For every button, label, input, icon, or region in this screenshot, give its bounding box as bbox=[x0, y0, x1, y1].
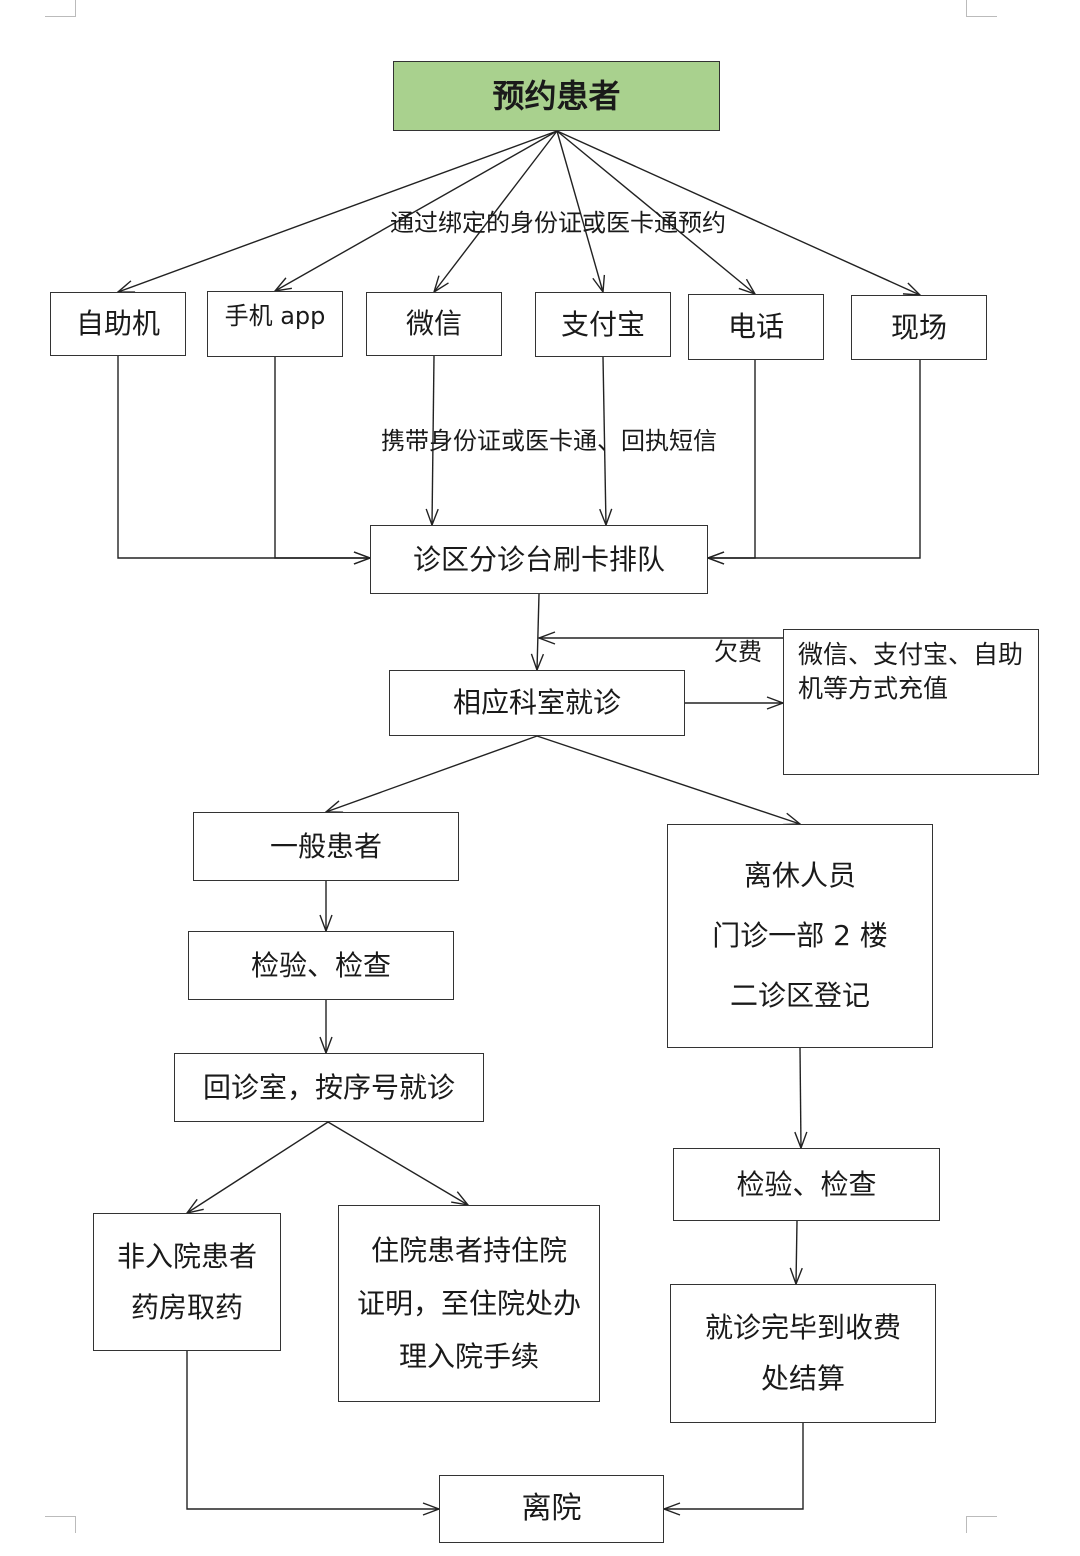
node-department-visit: 相应科室就诊 bbox=[389, 670, 685, 736]
node-return-clinic: 回诊室，按序号就诊 bbox=[174, 1053, 484, 1122]
node-onsite-text: 现场 bbox=[890, 310, 947, 344]
node-retired-line-3: 二诊区登记 bbox=[729, 979, 870, 1013]
arrow-top-to-alipay bbox=[556, 130, 603, 292]
label-arrears: 欠费 bbox=[714, 638, 762, 666]
node-leave-text: 离院 bbox=[521, 1491, 582, 1526]
node-alipay: 支付宝 bbox=[535, 292, 671, 357]
node-retired-staff: 离休人员 门诊一部 2 楼 二诊区登记 bbox=[667, 824, 933, 1048]
node-booking-patient-text: 预约患者 bbox=[492, 76, 621, 115]
node-nonadmit-line-2: 药房取药 bbox=[130, 1290, 243, 1324]
node-retired-line-2: 门诊一部 2 楼 bbox=[712, 919, 888, 953]
arrow-onsite-to-queue bbox=[708, 360, 921, 558]
node-recharge-line-2: 机等方式充值 bbox=[798, 673, 949, 703]
node-app-text: 手机 app bbox=[224, 302, 326, 330]
arrow-dept-to-retired bbox=[536, 735, 800, 824]
node-queue-desk: 诊区分诊台刷卡排队 bbox=[370, 525, 708, 594]
node-leave-hospital: 离院 bbox=[439, 1475, 664, 1543]
node-exam-right: 检验、检查 bbox=[673, 1148, 940, 1221]
node-phone-text: 电话 bbox=[727, 310, 784, 344]
node-nonadmit-line-1: 非入院患者 bbox=[116, 1239, 257, 1273]
node-exam-left-text: 检验、检查 bbox=[250, 948, 391, 982]
arrow-return-to-nonadmit bbox=[187, 1121, 329, 1213]
node-inpatient-line-1: 住院患者持住院 bbox=[370, 1233, 567, 1267]
node-phone: 电话 bbox=[688, 294, 824, 360]
node-self-service-kiosk: 自助机 bbox=[50, 292, 186, 356]
corner-mark-top-right bbox=[966, 0, 997, 17]
corner-mark-top-left bbox=[45, 0, 76, 17]
node-mobile-app: 手机 app bbox=[207, 291, 343, 357]
arrow-top-to-onsite bbox=[556, 130, 920, 295]
node-settle-line-1: 就诊完毕到收费 bbox=[704, 1310, 901, 1344]
corner-mark-bottom-right bbox=[966, 1516, 997, 1533]
node-general-text: 一般患者 bbox=[269, 829, 382, 863]
node-inpatient-line-2: 证明，至住院处办 bbox=[356, 1286, 581, 1320]
arrow-wechat-to-queue bbox=[432, 355, 434, 525]
arrow-top-to-phone bbox=[556, 130, 755, 294]
node-booking-patient: 预约患者 bbox=[393, 61, 720, 131]
corner-mark-bottom-left bbox=[45, 1516, 76, 1533]
arrow-dept-to-general bbox=[326, 735, 538, 812]
node-retired-line-1: 离休人员 bbox=[743, 859, 856, 893]
node-settle-line-2: 处结算 bbox=[760, 1362, 845, 1396]
node-dept-text: 相应科室就诊 bbox=[452, 686, 621, 720]
node-kiosk-text: 自助机 bbox=[75, 307, 160, 341]
arrow-exam-to-settle bbox=[796, 1220, 797, 1284]
node-inpatient: 住院患者持住院 证明，至住院处办 理入院手续 bbox=[338, 1205, 600, 1402]
arrow-top-to-app bbox=[275, 130, 558, 291]
node-wechat-text: 微信 bbox=[405, 307, 462, 341]
label-booking-method: 通过绑定的身份证或医卡通预约 bbox=[390, 209, 726, 237]
node-queue-text: 诊区分诊台刷卡排队 bbox=[412, 542, 665, 576]
arrow-phone-to-queue bbox=[708, 360, 756, 558]
node-return-text: 回诊室，按序号就诊 bbox=[202, 1070, 455, 1104]
node-wechat: 微信 bbox=[366, 292, 502, 356]
label-carry-documents: 携带身份证或医卡通、回执短信 bbox=[381, 427, 717, 455]
node-settlement: 就诊完毕到收费 处结算 bbox=[670, 1284, 936, 1423]
node-onsite: 现场 bbox=[851, 295, 987, 360]
arrow-settle-to-leave bbox=[664, 1423, 804, 1509]
node-recharge-line-1: 微信、支付宝、自助 bbox=[798, 640, 1024, 669]
node-non-admission: 非入院患者 药房取药 bbox=[93, 1213, 281, 1351]
node-exam-left: 检验、检查 bbox=[188, 931, 454, 1000]
arrow-top-to-wechat bbox=[434, 130, 558, 292]
node-inpatient-line-3: 理入院手续 bbox=[398, 1339, 539, 1373]
node-recharge: 微信、支付宝、自助机等方式充值 bbox=[783, 629, 1039, 775]
arrow-kiosk-to-queue bbox=[117, 356, 370, 558]
node-general-patient: 一般患者 bbox=[193, 812, 459, 881]
arrow-queue-to-dept bbox=[537, 593, 539, 670]
node-exam-right-text: 检验、检查 bbox=[736, 1167, 877, 1201]
arrow-return-to-inpatient bbox=[327, 1121, 468, 1205]
node-alipay-text: 支付宝 bbox=[560, 307, 645, 341]
arrow-nonadmit-to-leave bbox=[186, 1351, 439, 1509]
arrow-retired-to-exam bbox=[800, 1047, 801, 1148]
arrow-alipay-to-queue bbox=[603, 356, 606, 525]
arrow-top-to-kiosk bbox=[118, 130, 558, 292]
arrow-app-to-queue bbox=[274, 357, 370, 558]
